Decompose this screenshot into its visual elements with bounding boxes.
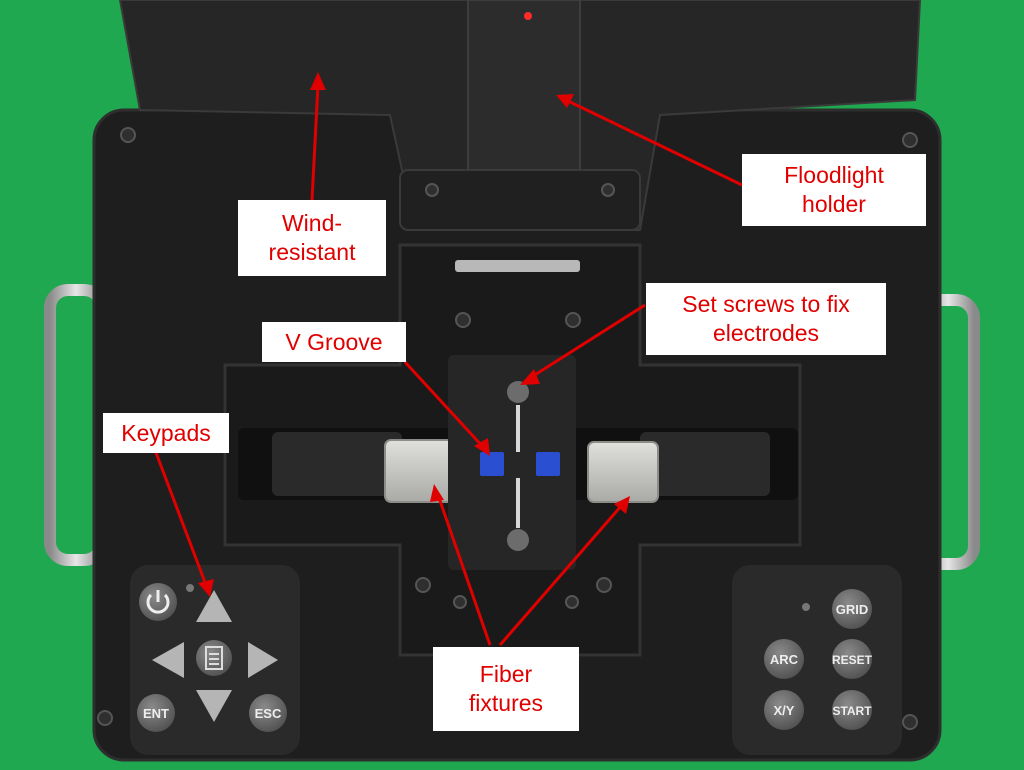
floodlight-label-line2: holder bbox=[802, 191, 866, 217]
arrow-left-key[interactable] bbox=[152, 642, 184, 678]
floodlight-label-line1: Floodlight bbox=[784, 162, 884, 189]
electrode-area bbox=[448, 355, 576, 570]
floodlight-holder-panel bbox=[467, 0, 581, 176]
arrow-up-icon bbox=[196, 590, 232, 622]
plate-screws bbox=[97, 127, 918, 730]
start-key-label: START bbox=[832, 704, 872, 718]
xy-key[interactable]: X/Y bbox=[764, 690, 804, 730]
annotation-arrows bbox=[153, 72, 743, 646]
fiber-label-line2: fixtures bbox=[468, 690, 544, 716]
reset-key-label: RESET bbox=[832, 653, 873, 667]
start-key[interactable]: START bbox=[832, 690, 872, 730]
arrow-floodlight bbox=[565, 98, 743, 187]
arrow-right-key[interactable] bbox=[248, 642, 278, 678]
arrow-right-icon bbox=[248, 642, 278, 678]
left-v-groove bbox=[480, 452, 504, 476]
arrow-left-icon bbox=[152, 642, 184, 678]
menu-icon bbox=[205, 646, 223, 670]
v-groove-label-text: V Groove bbox=[285, 328, 383, 355]
set-screws-label: Set screws to fix electrodes bbox=[646, 283, 886, 355]
lid-hinge bbox=[399, 169, 641, 231]
slot-indicator bbox=[455, 260, 580, 272]
arrow-fiber-left bbox=[436, 494, 492, 646]
grid-key-label: GRID bbox=[836, 602, 869, 617]
fiber-label-line1: Fiber bbox=[479, 661, 533, 688]
arrow-down-key[interactable] bbox=[196, 690, 232, 722]
wind-label-line2: resistant bbox=[268, 239, 356, 265]
arc-key[interactable]: ARC bbox=[764, 639, 804, 679]
keypads-label-text: Keypads bbox=[121, 419, 211, 446]
esc-key-label: ESC bbox=[255, 706, 282, 721]
set-screws-label-line1: Set screws to fix bbox=[682, 291, 850, 318]
right-fiber-fixture bbox=[587, 441, 659, 503]
arrow-wind bbox=[310, 84, 320, 201]
arrow-fiber-right bbox=[498, 504, 624, 646]
keypads-label: Keypads bbox=[103, 413, 229, 453]
fiber-fixtures-label: Fiber fixtures bbox=[433, 647, 579, 731]
left-fiber-fixture bbox=[384, 439, 456, 503]
power-icon bbox=[146, 593, 170, 614]
v-groove-label: V Groove bbox=[262, 322, 406, 362]
ent-key[interactable]: ENT bbox=[137, 694, 175, 732]
right-clamp-body bbox=[640, 432, 770, 496]
arrow-down-icon bbox=[196, 690, 232, 722]
power-led bbox=[186, 584, 194, 592]
right-keypad-panel bbox=[732, 565, 902, 755]
bottom-set-screw bbox=[507, 529, 529, 551]
grid-key[interactable]: GRID bbox=[832, 589, 872, 629]
set-screws-label-line2: electrodes bbox=[712, 320, 820, 346]
floodlight-indicator bbox=[524, 12, 532, 20]
top-set-screw bbox=[507, 381, 529, 403]
wind-label-line1: Wind- bbox=[281, 210, 343, 237]
arc-key-label: ARC bbox=[770, 652, 799, 667]
wind-resistant-label: Wind- resistant bbox=[238, 200, 386, 276]
status-led bbox=[802, 603, 810, 611]
left-clamp-body bbox=[272, 432, 402, 496]
arrow-set-screws bbox=[529, 303, 646, 380]
reset-key[interactable]: RESET bbox=[832, 639, 873, 679]
menu-key[interactable] bbox=[196, 640, 232, 676]
floodlight-holder-label: Floodlight holder bbox=[742, 154, 926, 226]
power-key[interactable] bbox=[139, 583, 177, 621]
arrow-up-key[interactable] bbox=[196, 590, 232, 622]
arrow-v-groove bbox=[403, 360, 486, 450]
esc-key[interactable]: ESC bbox=[249, 694, 287, 732]
right-v-groove bbox=[536, 452, 560, 476]
arrow-keypads bbox=[153, 449, 208, 586]
ent-key-label: ENT bbox=[143, 706, 169, 721]
xy-key-label: X/Y bbox=[774, 703, 795, 718]
